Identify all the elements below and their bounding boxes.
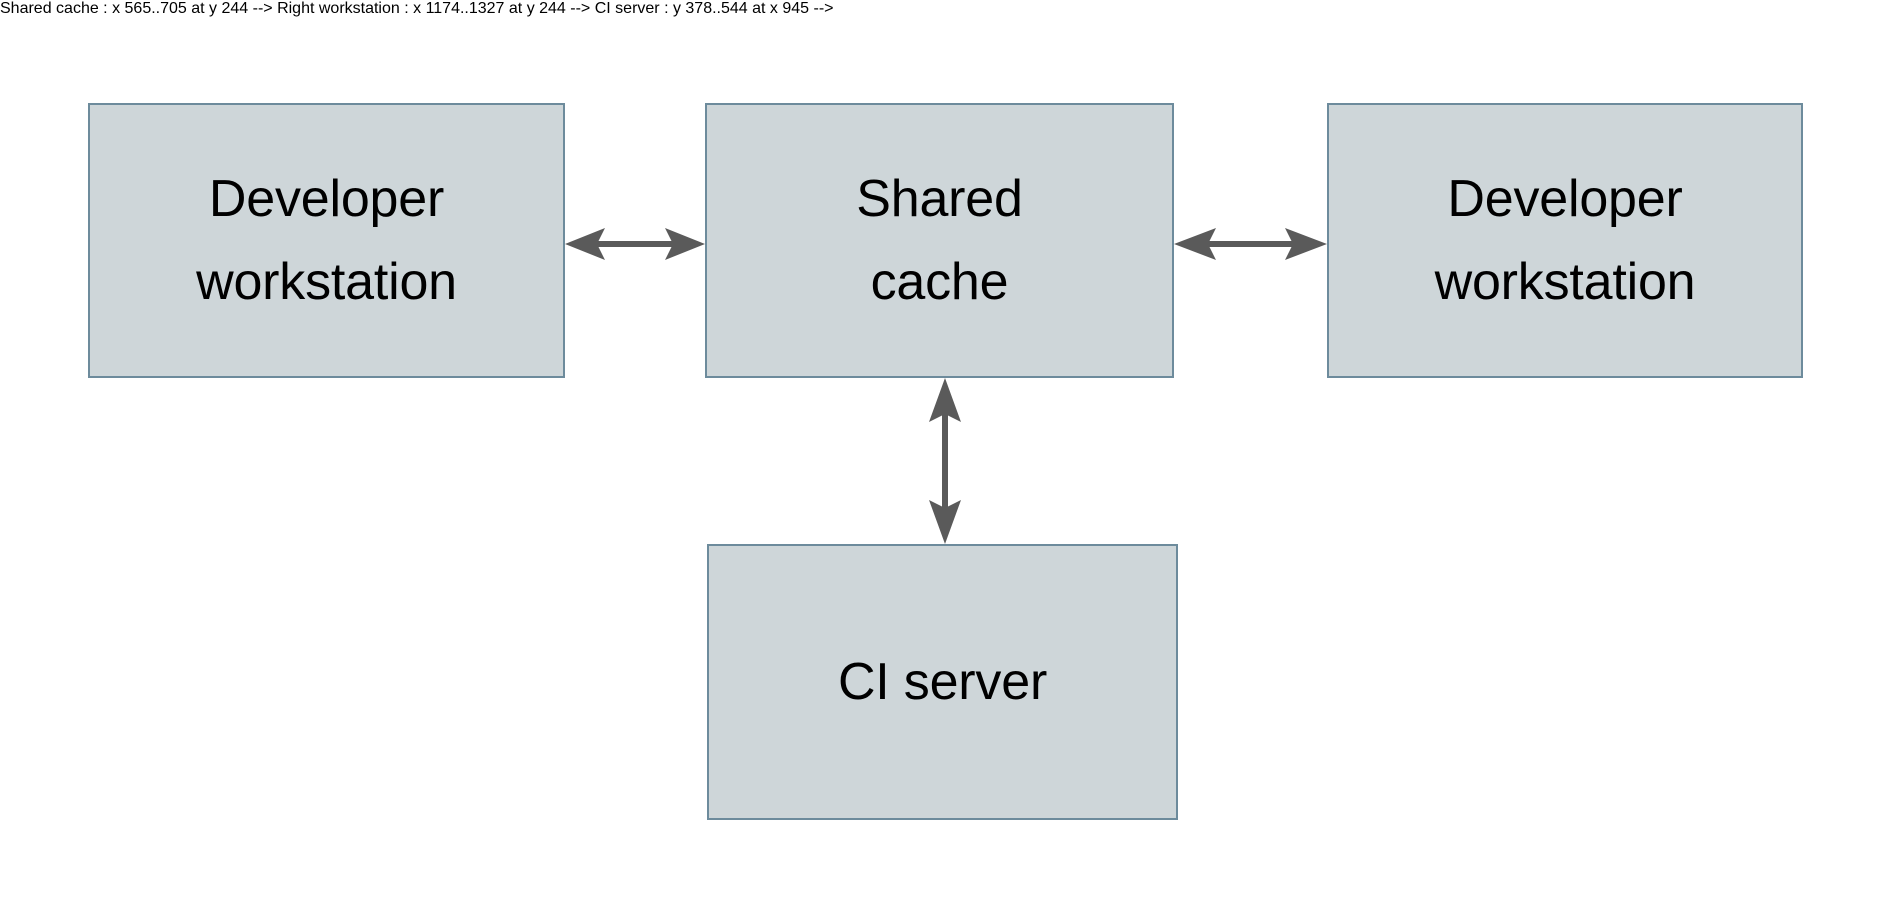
node-developer-workstation-right[interactable]: Developer workstation [1327,103,1803,378]
edge-left-workstation-shared-cache[interactable] [565,214,705,274]
node-label: Developer workstation [1434,170,1696,311]
node-label: Developer workstation [196,170,457,311]
node-label: Shared cache [856,170,1023,311]
node-shared-cache[interactable]: Shared cache [705,103,1174,378]
node-developer-workstation-left[interactable]: Developer workstation [88,103,565,378]
node-ci-server[interactable]: CI server [707,544,1178,820]
edge-shared-cache-ci-server[interactable] [915,378,975,544]
edge-shared-cache-right-workstation[interactable] [1174,214,1327,274]
node-label: CI server [837,652,1048,711]
